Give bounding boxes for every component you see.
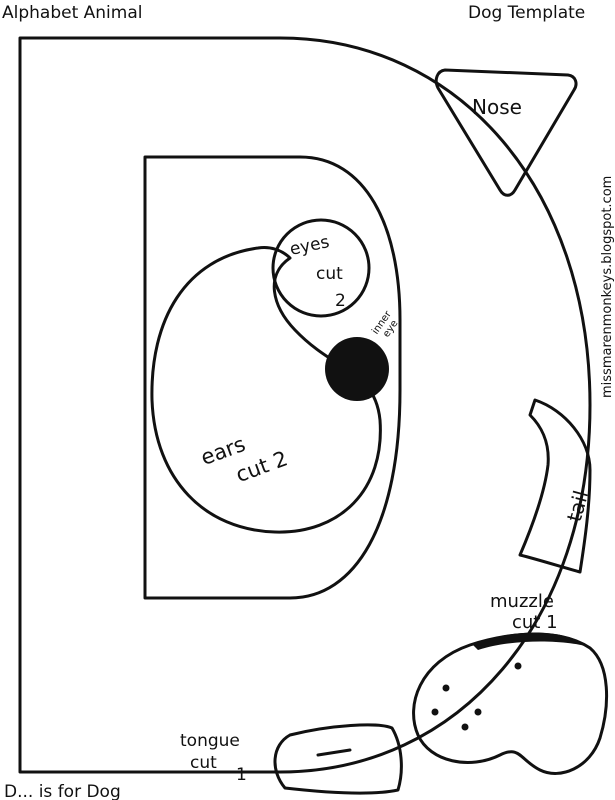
- muzzle-dot-5: [461, 723, 469, 731]
- muzzle-label-line2: cut 1: [512, 612, 558, 633]
- muzzle-top-shade: [472, 632, 592, 650]
- tongue-label-line2: cut: [190, 753, 217, 773]
- tongue-label-line3: 1: [236, 765, 247, 785]
- inner-eye-piece: [325, 337, 389, 401]
- tongue-piece: [273, 723, 403, 795]
- muzzle-label-line1: muzzle: [490, 591, 554, 612]
- eye-piece: [271, 218, 371, 318]
- nose-label: Nose: [472, 95, 522, 119]
- header-right-title: Dog Template: [468, 3, 585, 23]
- letter-d-outline: [18, 36, 592, 774]
- muzzle-piece: [412, 632, 608, 775]
- eyes-label-line1: eyes: [288, 232, 331, 260]
- header-left-title: Alphabet Animal: [2, 3, 142, 23]
- tongue-center-line: [316, 748, 352, 757]
- letter-d-inner: [143, 155, 402, 600]
- muzzle-dot-1: [514, 662, 522, 670]
- eyes-label-line2: cut: [316, 264, 343, 284]
- eyes-label-line3: 2: [335, 291, 346, 311]
- muzzle-dot-3: [431, 708, 439, 716]
- ears-label: ears cut 2: [198, 432, 291, 487]
- footer-caption: D... is for Dog: [4, 782, 121, 800]
- side-credit: missmarenmonkeys.blogspot.com: [600, 176, 615, 398]
- tail-piece: [518, 398, 592, 574]
- muzzle-dot-2: [442, 684, 450, 692]
- nose-piece: [434, 68, 578, 197]
- muzzle-dot-4: [474, 708, 482, 716]
- tongue-label-line1: tongue: [180, 731, 240, 751]
